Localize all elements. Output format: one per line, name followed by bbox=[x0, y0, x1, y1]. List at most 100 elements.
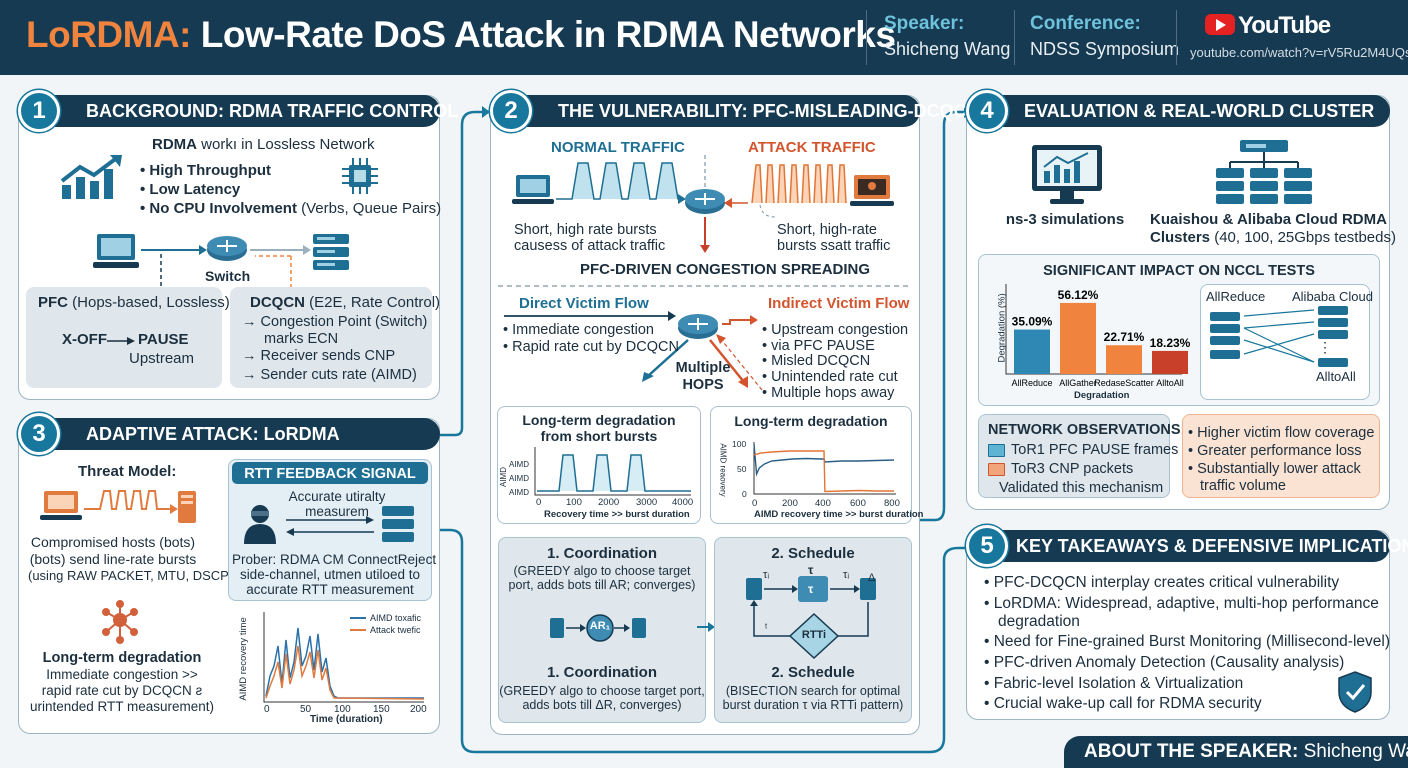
chart-x-tick: 50 bbox=[300, 704, 312, 715]
bots-burst-diagram bbox=[40, 490, 196, 523]
chart-x-tick: 150 bbox=[373, 704, 390, 715]
bar-alltoall bbox=[1152, 350, 1188, 374]
panel-2-title: THE VULNERABILITY: PFC-MISLEADING-DCQCN bbox=[508, 95, 980, 127]
bar-category-label: AllGather bbox=[1059, 378, 1097, 388]
chart1-x-tick: 0 bbox=[536, 497, 542, 508]
chart-series-attack bbox=[753, 450, 894, 493]
takeaway-5: • Fabric-level Isolation & Virtualizatio… bbox=[984, 675, 1244, 692]
rtti-node-label: RTTi bbox=[801, 629, 827, 641]
chart1-x-tick: 2000 bbox=[598, 497, 620, 508]
coordination-desc-2: port, adds bots till AR; converges) bbox=[508, 578, 696, 592]
panel-5-title: KEY TAKEAWAYS & DEFENSIVE IMPLICATIONS bbox=[984, 530, 1408, 562]
shield-check-icon bbox=[1338, 671, 1372, 713]
bar-value-label: 56.12% bbox=[1058, 288, 1099, 302]
result-1: • Higher victim flow coverage bbox=[1188, 425, 1375, 441]
nccl-bar-chart: 35.09%AllReduce56.12%AllGather22.71%Reda… bbox=[1005, 284, 1191, 388]
normal-caption-2: causess of attack traffic bbox=[514, 238, 666, 254]
observations-title: NETWORK OBSERVATIONS: bbox=[988, 422, 1186, 438]
schedule-loop-diagram bbox=[746, 576, 876, 660]
panel-1-number: 1 bbox=[18, 90, 60, 132]
takeaway-2b: degradation bbox=[998, 613, 1080, 630]
aimd-recovery-chart bbox=[228, 606, 432, 726]
pfc-heading: PFC (Hops-based, Lossless) bbox=[38, 294, 230, 313]
chart1-x-tick: 100 bbox=[566, 497, 582, 508]
footer-label: ABOUT THE SPEAKER: bbox=[1084, 741, 1299, 762]
dcqcn-step-2: → Receiver sends CNP bbox=[242, 348, 396, 364]
pfc-bold: PFC bbox=[38, 294, 68, 311]
normal-caption-1: Short, high rate bursts bbox=[514, 222, 657, 238]
schedule-title-2: 2. Schedule bbox=[771, 664, 855, 681]
divider bbox=[1014, 10, 1015, 65]
speaker-name: Shicheng Wang bbox=[884, 39, 1011, 59]
chart1-x-tick: 3000 bbox=[636, 497, 658, 508]
upstream-label: Upstream bbox=[129, 350, 195, 367]
panel-3-number: 3 bbox=[18, 413, 60, 455]
schedule-desc-2: burst duration τ via RTTi pattern) bbox=[722, 698, 904, 712]
rtt-title-bar bbox=[232, 462, 428, 484]
indirect-bullet-3: • Misled DCQCN bbox=[762, 353, 871, 369]
simulation-monitor-icon bbox=[1032, 145, 1102, 204]
result-4: traffic volume bbox=[1200, 478, 1286, 494]
arrow-right-icon bbox=[697, 622, 715, 632]
ltd-line-1: Immediate congestion >> bbox=[46, 667, 198, 682]
bullet-throughput: • High Throughput bbox=[140, 162, 272, 179]
bar-chart-y-label: Degradation (%) bbox=[996, 293, 1008, 363]
panel-5-number: 5 bbox=[966, 525, 1008, 567]
bar-allgather bbox=[1060, 302, 1096, 374]
burst-degradation-chart bbox=[534, 447, 691, 496]
youtube-url[interactable]: youtube.com/watch?v=rV5Ru2M4UQs bbox=[1190, 45, 1408, 60]
tau-i-label: τᵢ bbox=[763, 569, 770, 581]
normal-traffic-label: NORMAL TRAFFIC bbox=[551, 139, 685, 156]
prober-line-3: accurate RTT measurement bbox=[246, 582, 414, 597]
chart-card bbox=[710, 406, 912, 524]
chart-x-tick: 200 bbox=[410, 704, 427, 715]
bar-value-label: 22.71% bbox=[1104, 330, 1145, 344]
congestion-spread-label: PFC-DRIVEN CONGESTION SPREADING bbox=[580, 261, 871, 278]
victim-flow-diagram bbox=[504, 311, 763, 391]
dcqcn-step-3-text: Sender cuts rate (AIMD) bbox=[260, 367, 417, 383]
conference-label: Conference: bbox=[1030, 13, 1141, 34]
dcqcn-step-1-text: Congestion Point (Switch) bbox=[260, 314, 428, 330]
chart2-x-tick: 800 bbox=[884, 498, 900, 509]
pause-label: PAUSE bbox=[138, 331, 189, 348]
envelope-icon bbox=[988, 444, 1005, 457]
indirect-bullet-2: • via PFC PAUSE bbox=[762, 338, 875, 354]
takeaway-4: • PFC-driven Anomaly Detection (Causalit… bbox=[984, 654, 1345, 671]
aimd-degradation-chart bbox=[753, 442, 896, 495]
tilde-label: ᵗ bbox=[765, 622, 768, 634]
dcqcn-step-1: → Congestion Point (Switch) bbox=[242, 314, 428, 330]
dcqcn-step-1b: marks ECN bbox=[264, 331, 339, 347]
rtt-line-2: measurem bbox=[305, 504, 369, 519]
title-accent: LoRDMA: bbox=[26, 14, 192, 55]
prober-diagram bbox=[244, 505, 414, 544]
coordination-title: 1. Coordination bbox=[547, 545, 657, 562]
chart-x-tick: 0 bbox=[264, 704, 270, 715]
xoff-label: X-OFF bbox=[62, 331, 107, 348]
bullet-latency: • Low Latency bbox=[140, 181, 241, 198]
bullet-cpu-bold: • No CPU Involvement bbox=[140, 200, 297, 217]
bar-category-label: RedaseScatter bbox=[1094, 378, 1154, 388]
panel-4-title: EVALUATION & REAL-WORLD CLUSTER bbox=[984, 95, 1390, 127]
cluster-label-2: Clusters (40, 100, 25Gbps testbeds) bbox=[1150, 229, 1396, 248]
prober-line-1: Prober: RDMA CM ConnectReject bbox=[232, 552, 437, 567]
divider bbox=[866, 10, 867, 65]
footer-name: Shicheng Wang bbox=[1303, 741, 1408, 762]
about-speaker-bar[interactable]: ABOUT THE SPEAKER: Shicheng Wang bbox=[1064, 736, 1408, 768]
pfc-topology-diagram bbox=[93, 234, 349, 290]
indirect-bullet-1: • Upstream congestion bbox=[762, 322, 909, 338]
bar-value-label: 18.23% bbox=[1150, 336, 1191, 350]
chart2-y-label: AIMD reaovery bbox=[718, 443, 728, 497]
tau-node-label: τ bbox=[808, 582, 814, 596]
bullet-cpu-rest: (Verbs, Queue Pairs) bbox=[296, 200, 442, 217]
server-cluster-icon bbox=[1216, 140, 1312, 204]
rtt-line-1: Accurate utiralty bbox=[288, 489, 386, 504]
chart1-title-2: from short bursts bbox=[540, 428, 658, 444]
pfc-box bbox=[26, 287, 222, 388]
bar-value-label: 35.09% bbox=[1012, 315, 1053, 329]
ellipsis: ⋮ bbox=[1318, 339, 1332, 355]
coordination2-desc-2: adds bots till ΔR, converges) bbox=[522, 698, 682, 712]
chart1-x-label: Recovery time >> burst duration bbox=[544, 509, 690, 520]
panel-3-title: ADAPTIVE ATTACK: LoRDMA bbox=[36, 418, 440, 450]
chart2-y-tick: 50 bbox=[737, 464, 747, 474]
coordination2-desc-1: (GREEDY algo to choose target port, bbox=[499, 684, 705, 698]
